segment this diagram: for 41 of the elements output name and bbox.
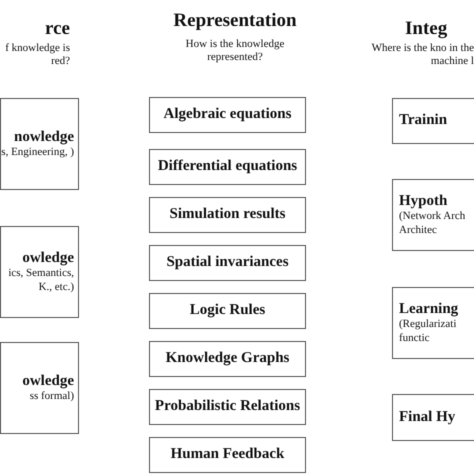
column-question: How is the knowledge represented? <box>184 38 286 64</box>
representation-box <box>149 293 306 329</box>
box-title: Logic Rules <box>190 302 266 320</box>
category-box <box>0 98 79 190</box>
box-title: Hypoth <box>399 193 448 210</box>
box-subtitle: (Network Arch Architec <box>399 210 466 237</box>
box-title: Learning <box>399 301 458 318</box>
box-title: owledge <box>22 372 74 390</box>
box-title: Knowledge Graphs <box>166 350 290 368</box>
representation-box <box>149 437 306 473</box>
box-title: Spatial invariances <box>166 254 289 272</box>
box-title: Final Hy <box>399 408 456 426</box>
representation-box <box>149 97 306 133</box>
column-heading: rce <box>44 18 70 40</box>
column-question: f knowledge is red? <box>4 42 70 68</box>
column-heading: Integ <box>405 18 448 40</box>
representation-box <box>149 245 306 281</box>
box-subtitle: ics, Semantics, K., etc.) <box>7 267 74 294</box>
representation-box <box>149 389 306 425</box>
box-title: Trainin <box>399 112 448 130</box>
category-box <box>392 98 474 144</box>
category-box <box>392 179 474 251</box>
category-box <box>392 287 474 359</box>
box-title: Algebraic equations <box>164 106 292 124</box>
box-title: Differential equations <box>158 158 298 176</box>
column-heading: Representation <box>172 10 298 32</box>
category-box <box>0 342 79 434</box>
box-title: Probabilistic Relations <box>154 398 300 416</box>
box-title: Simulation results <box>170 206 286 224</box>
box-title: owledge <box>22 250 74 268</box>
representation-box <box>149 197 306 233</box>
representation-box <box>149 149 306 185</box>
box-title: Human Feedback <box>170 446 284 464</box>
representation-box <box>149 341 306 377</box>
box-subtitle: (Regularizati functic <box>399 318 458 345</box>
box-subtitle: ss formal) <box>30 390 74 404</box>
box-subtitle: s, Engineering, ) <box>1 146 74 160</box>
category-box <box>0 226 79 318</box>
category-box <box>392 394 474 441</box>
box-title: nowledge <box>14 128 74 146</box>
column-question: Where is the kno in the machine l <box>370 42 474 68</box>
